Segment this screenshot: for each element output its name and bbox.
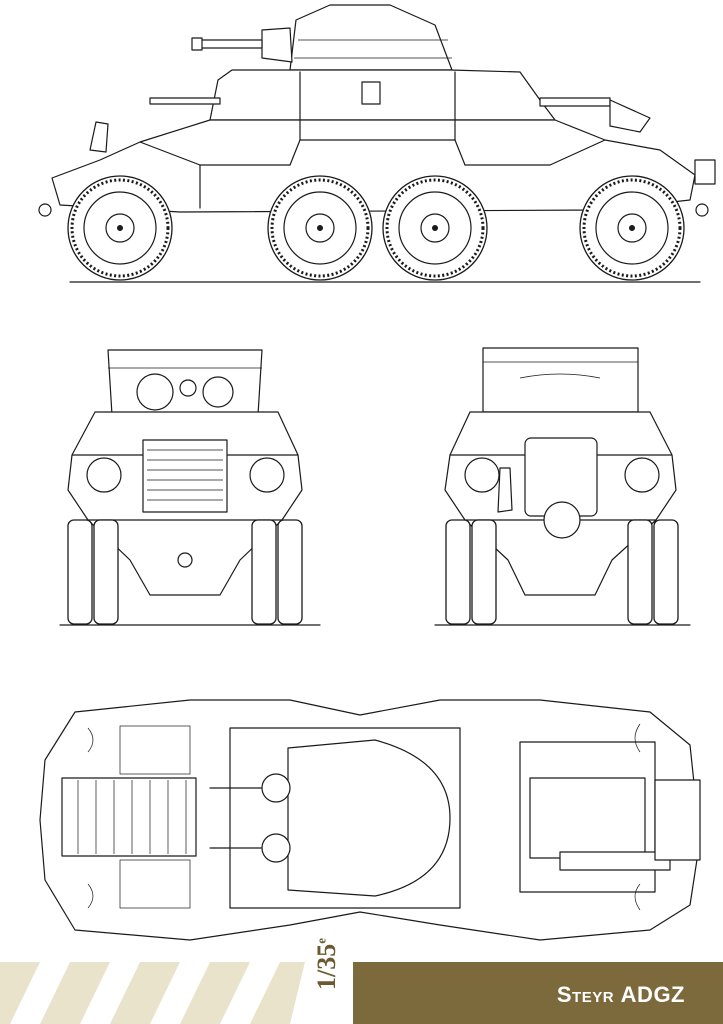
scale-label: 1/35e	[312, 938, 342, 990]
title-band: STEYR ADGZ	[353, 962, 723, 1024]
title-prefix-big: S	[556, 982, 573, 1007]
scale-text: 1/35	[312, 943, 341, 990]
side-view-drawing	[38, 4, 716, 283]
front-view-drawing	[59, 349, 321, 626]
wheel-rear	[579, 175, 685, 281]
wheel-second	[267, 175, 373, 281]
footer-stripes	[0, 962, 305, 1024]
top-view-drawing	[39, 699, 701, 941]
rear-view-drawing	[434, 347, 691, 626]
title-prefix-small: TEYR	[572, 989, 615, 1006]
scale-suffix: e	[313, 937, 329, 944]
title-model: ADGZ	[620, 982, 685, 1007]
vehicle-title: STEYR ADGZ	[557, 982, 685, 1008]
wheel-front	[67, 175, 173, 281]
wheel-third	[382, 175, 488, 281]
